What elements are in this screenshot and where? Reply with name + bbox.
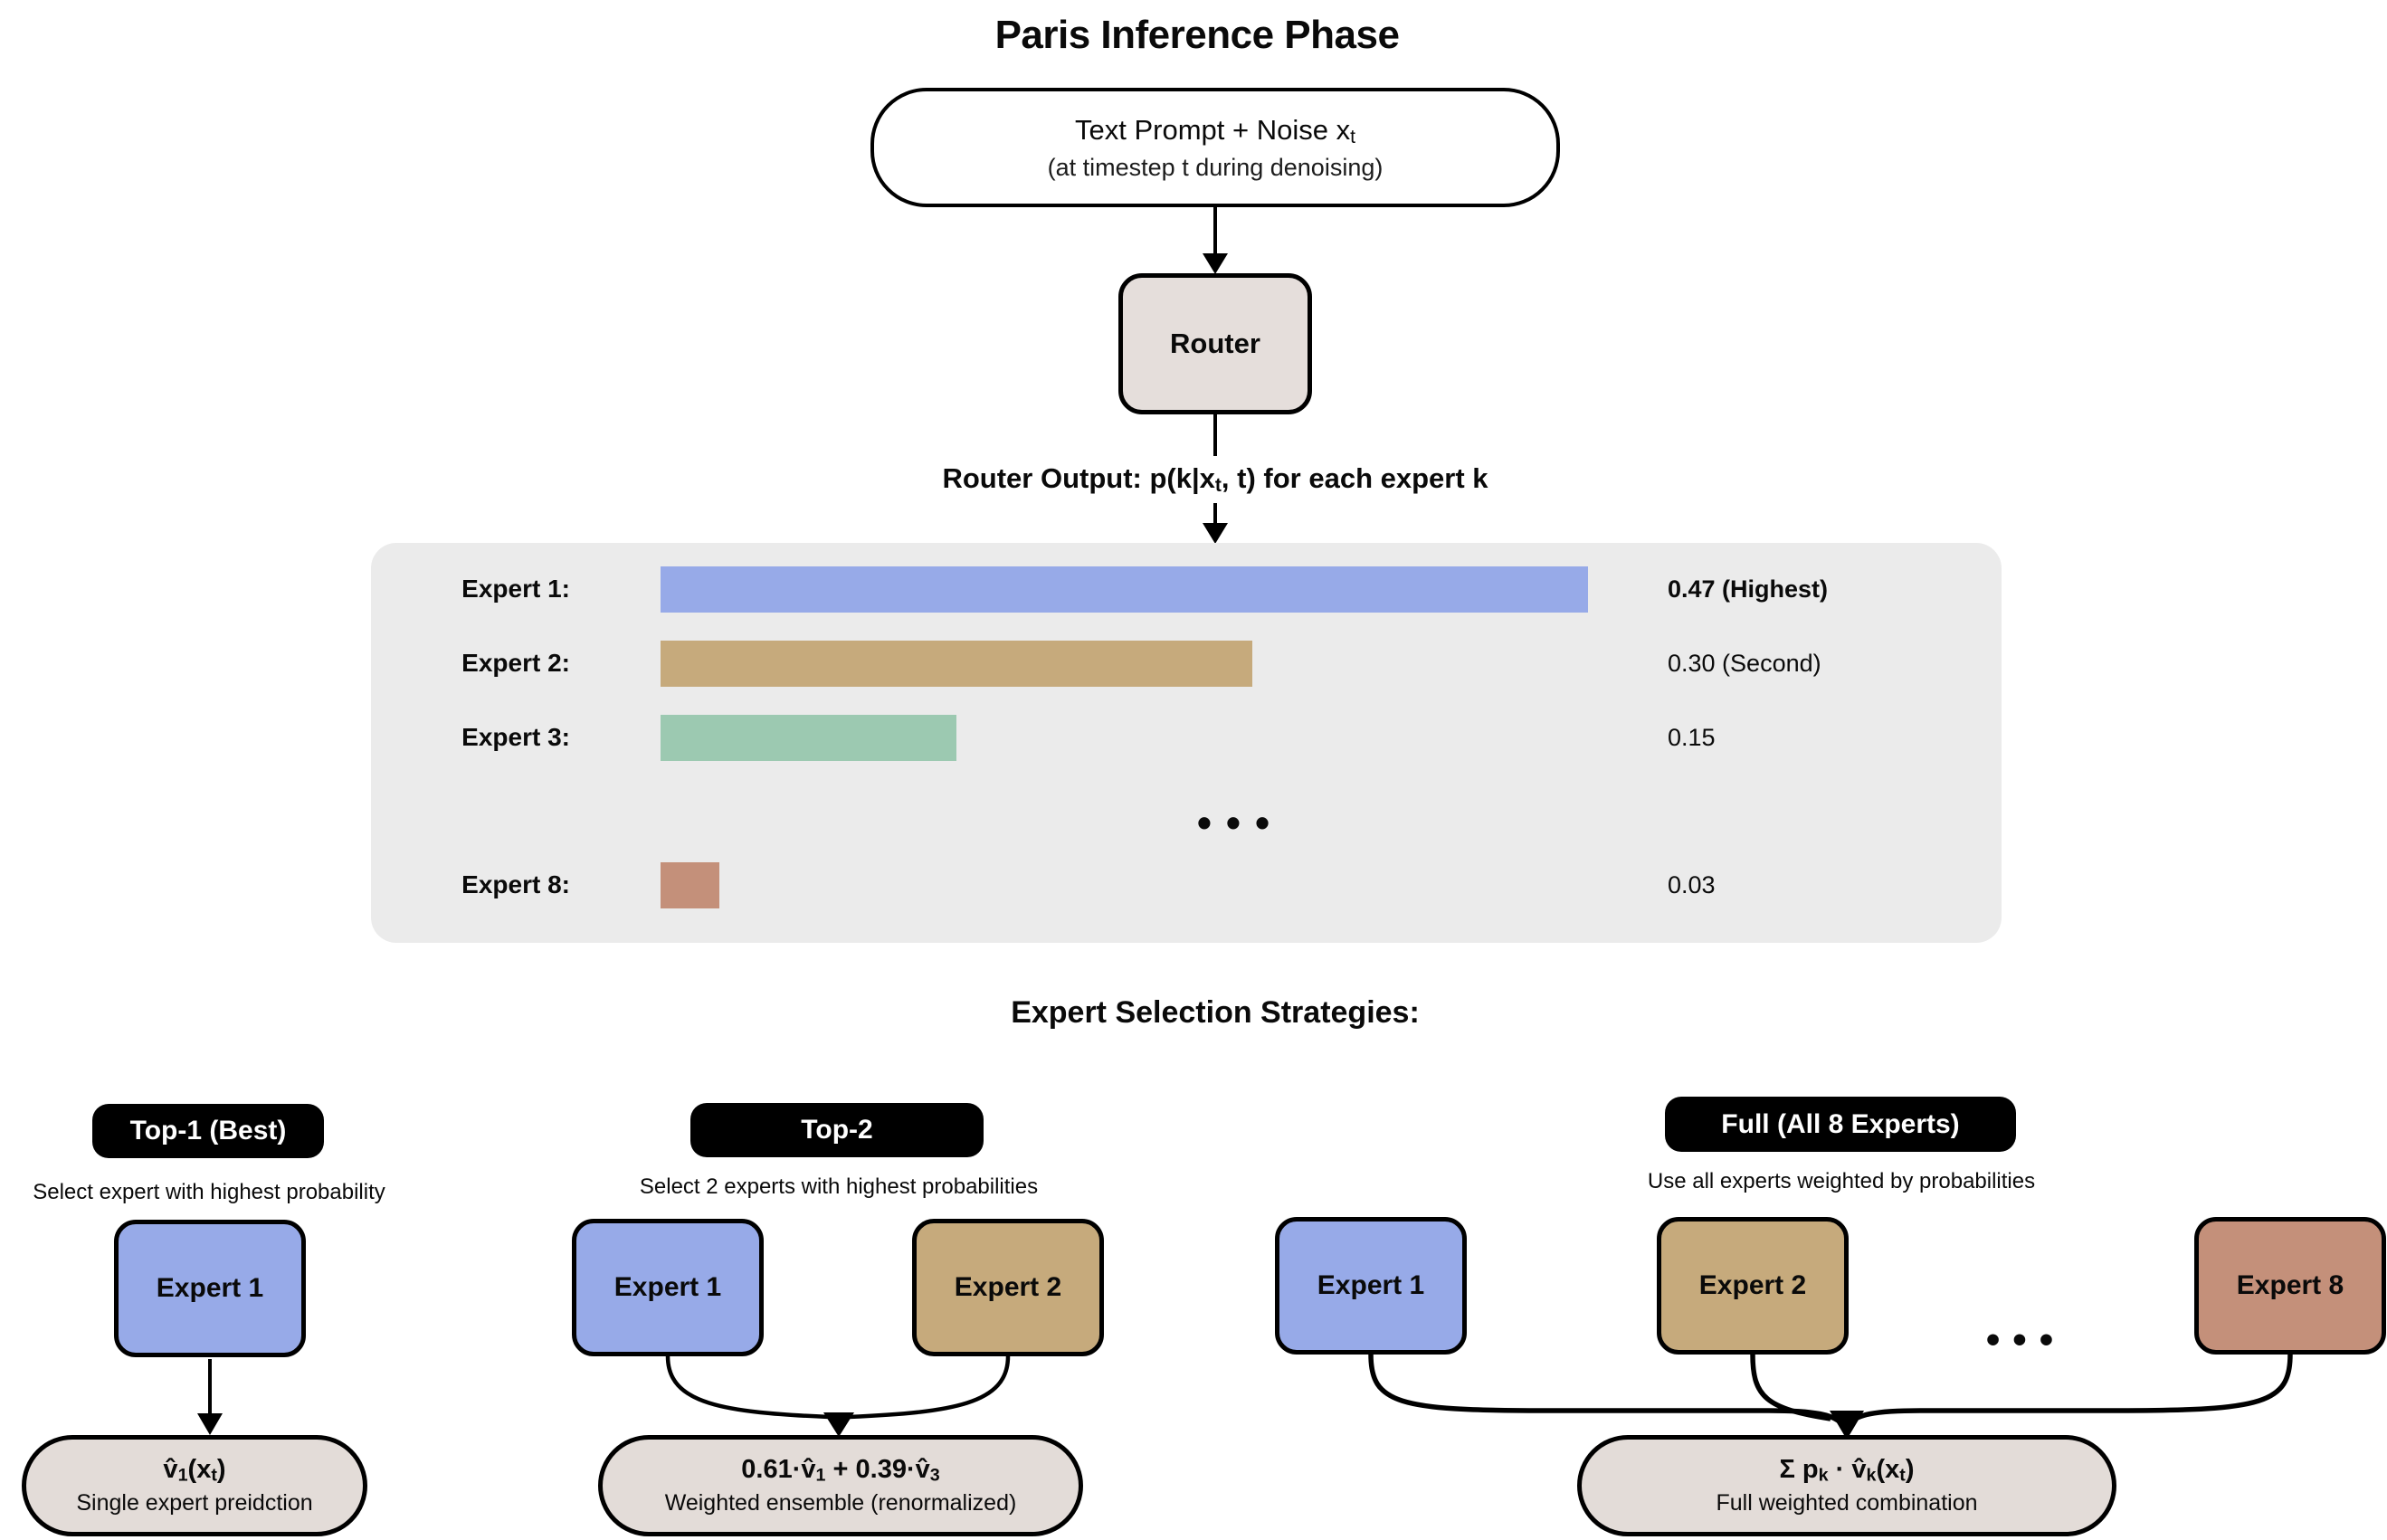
strategy-caption-top2: Select 2 experts with highest probabilit…: [639, 1174, 1039, 1199]
prompt-node-line1: Text Prompt + Noise xt: [1075, 113, 1355, 147]
full-ellipsis: •••: [1985, 1317, 2067, 1362]
output-formula: Σ pk · v̂k(xt): [1779, 1455, 1915, 1486]
page-title: Paris Inference Phase: [994, 13, 1400, 57]
prob-row-value: 0.15: [1668, 724, 1716, 751]
output-description: Weighted ensemble (renormalized): [664, 1490, 1017, 1516]
prob-row-value: 0.03: [1668, 871, 1716, 898]
expert-box-full-e8: Expert 8: [2194, 1217, 2386, 1355]
router-node: Router: [1118, 273, 1312, 414]
prob-row-value: 0.30 (Second): [1668, 650, 1821, 677]
output-node-full: Σ pk · v̂k(xt) Full weighted combination: [1577, 1435, 2116, 1536]
expert-box-top2-e2: Expert 2: [912, 1219, 1104, 1356]
strategies-heading: Expert Selection Strategies:: [1011, 995, 1420, 1030]
router-output-label: Router Output: p(k|xt, t) for each exper…: [942, 462, 1488, 496]
prob-row-label: Expert 8:: [461, 870, 570, 898]
expert-box-label: Expert 1: [1317, 1270, 1425, 1300]
prob-bar: [661, 862, 719, 908]
prob-bar: [661, 566, 1588, 613]
expert-box-label: Expert 1: [156, 1273, 264, 1303]
strategy-badge-full-label: Full (All 8 Experts): [1721, 1108, 1960, 1139]
output-node-top1: v̂1(xt) Single expert preidction: [22, 1435, 367, 1536]
output-description: Single expert preidction: [76, 1490, 313, 1516]
expert-box-label: Expert 2: [954, 1272, 1062, 1302]
expert-box-label: Expert 8: [2236, 1270, 2344, 1300]
expert-box-full-e2: Expert 2: [1657, 1217, 1849, 1355]
output-formula: 0.61·v̂1 + 0.39·v̂3: [741, 1455, 940, 1486]
strategy-badge-top1: Top-1 (Best): [92, 1104, 324, 1158]
prob-bar: [661, 715, 956, 761]
prob-row-label: Expert 1:: [461, 575, 570, 603]
strategy-badge-full: Full (All 8 Experts): [1665, 1097, 2016, 1152]
strategy-badge-top2-label: Top-2: [801, 1115, 873, 1145]
prob-row-label: Expert 3:: [461, 723, 570, 751]
expert-box-label: Expert 1: [613, 1272, 722, 1302]
prompt-node: Text Prompt + Noise xt (at timestep t du…: [870, 88, 1560, 207]
output-formula: v̂1(xt): [163, 1455, 226, 1486]
prob-bar: [661, 641, 1252, 687]
router-label: Router: [1170, 328, 1260, 359]
panel-ellipsis: •••: [1196, 799, 1285, 846]
output-node-top2: 0.61·v̂1 + 0.39·v̂3 Weighted ensemble (r…: [598, 1435, 1083, 1536]
prob-row-value: 0.47 (Highest): [1668, 575, 1829, 603]
strategy-badge-top1-label: Top-1 (Best): [129, 1116, 287, 1145]
expert-box-label: Expert 2: [1698, 1270, 1807, 1300]
expert-box-top2-e1: Expert 1: [572, 1219, 764, 1356]
prompt-node-line2: (at timestep t during denoising): [1047, 153, 1384, 181]
strategy-badge-top2: Top-2: [690, 1103, 984, 1157]
strategy-caption-top1: Select expert with highest probability: [33, 1180, 385, 1204]
prob-row-label: Expert 2:: [461, 649, 570, 677]
strategy-caption-full: Use all experts weighted by probabilitie…: [1647, 1169, 2036, 1193]
expert-box-top1-e1: Expert 1: [114, 1220, 306, 1357]
expert-box-full-e1: Expert 1: [1275, 1217, 1467, 1355]
output-description: Full weighted combination: [1716, 1490, 1978, 1516]
